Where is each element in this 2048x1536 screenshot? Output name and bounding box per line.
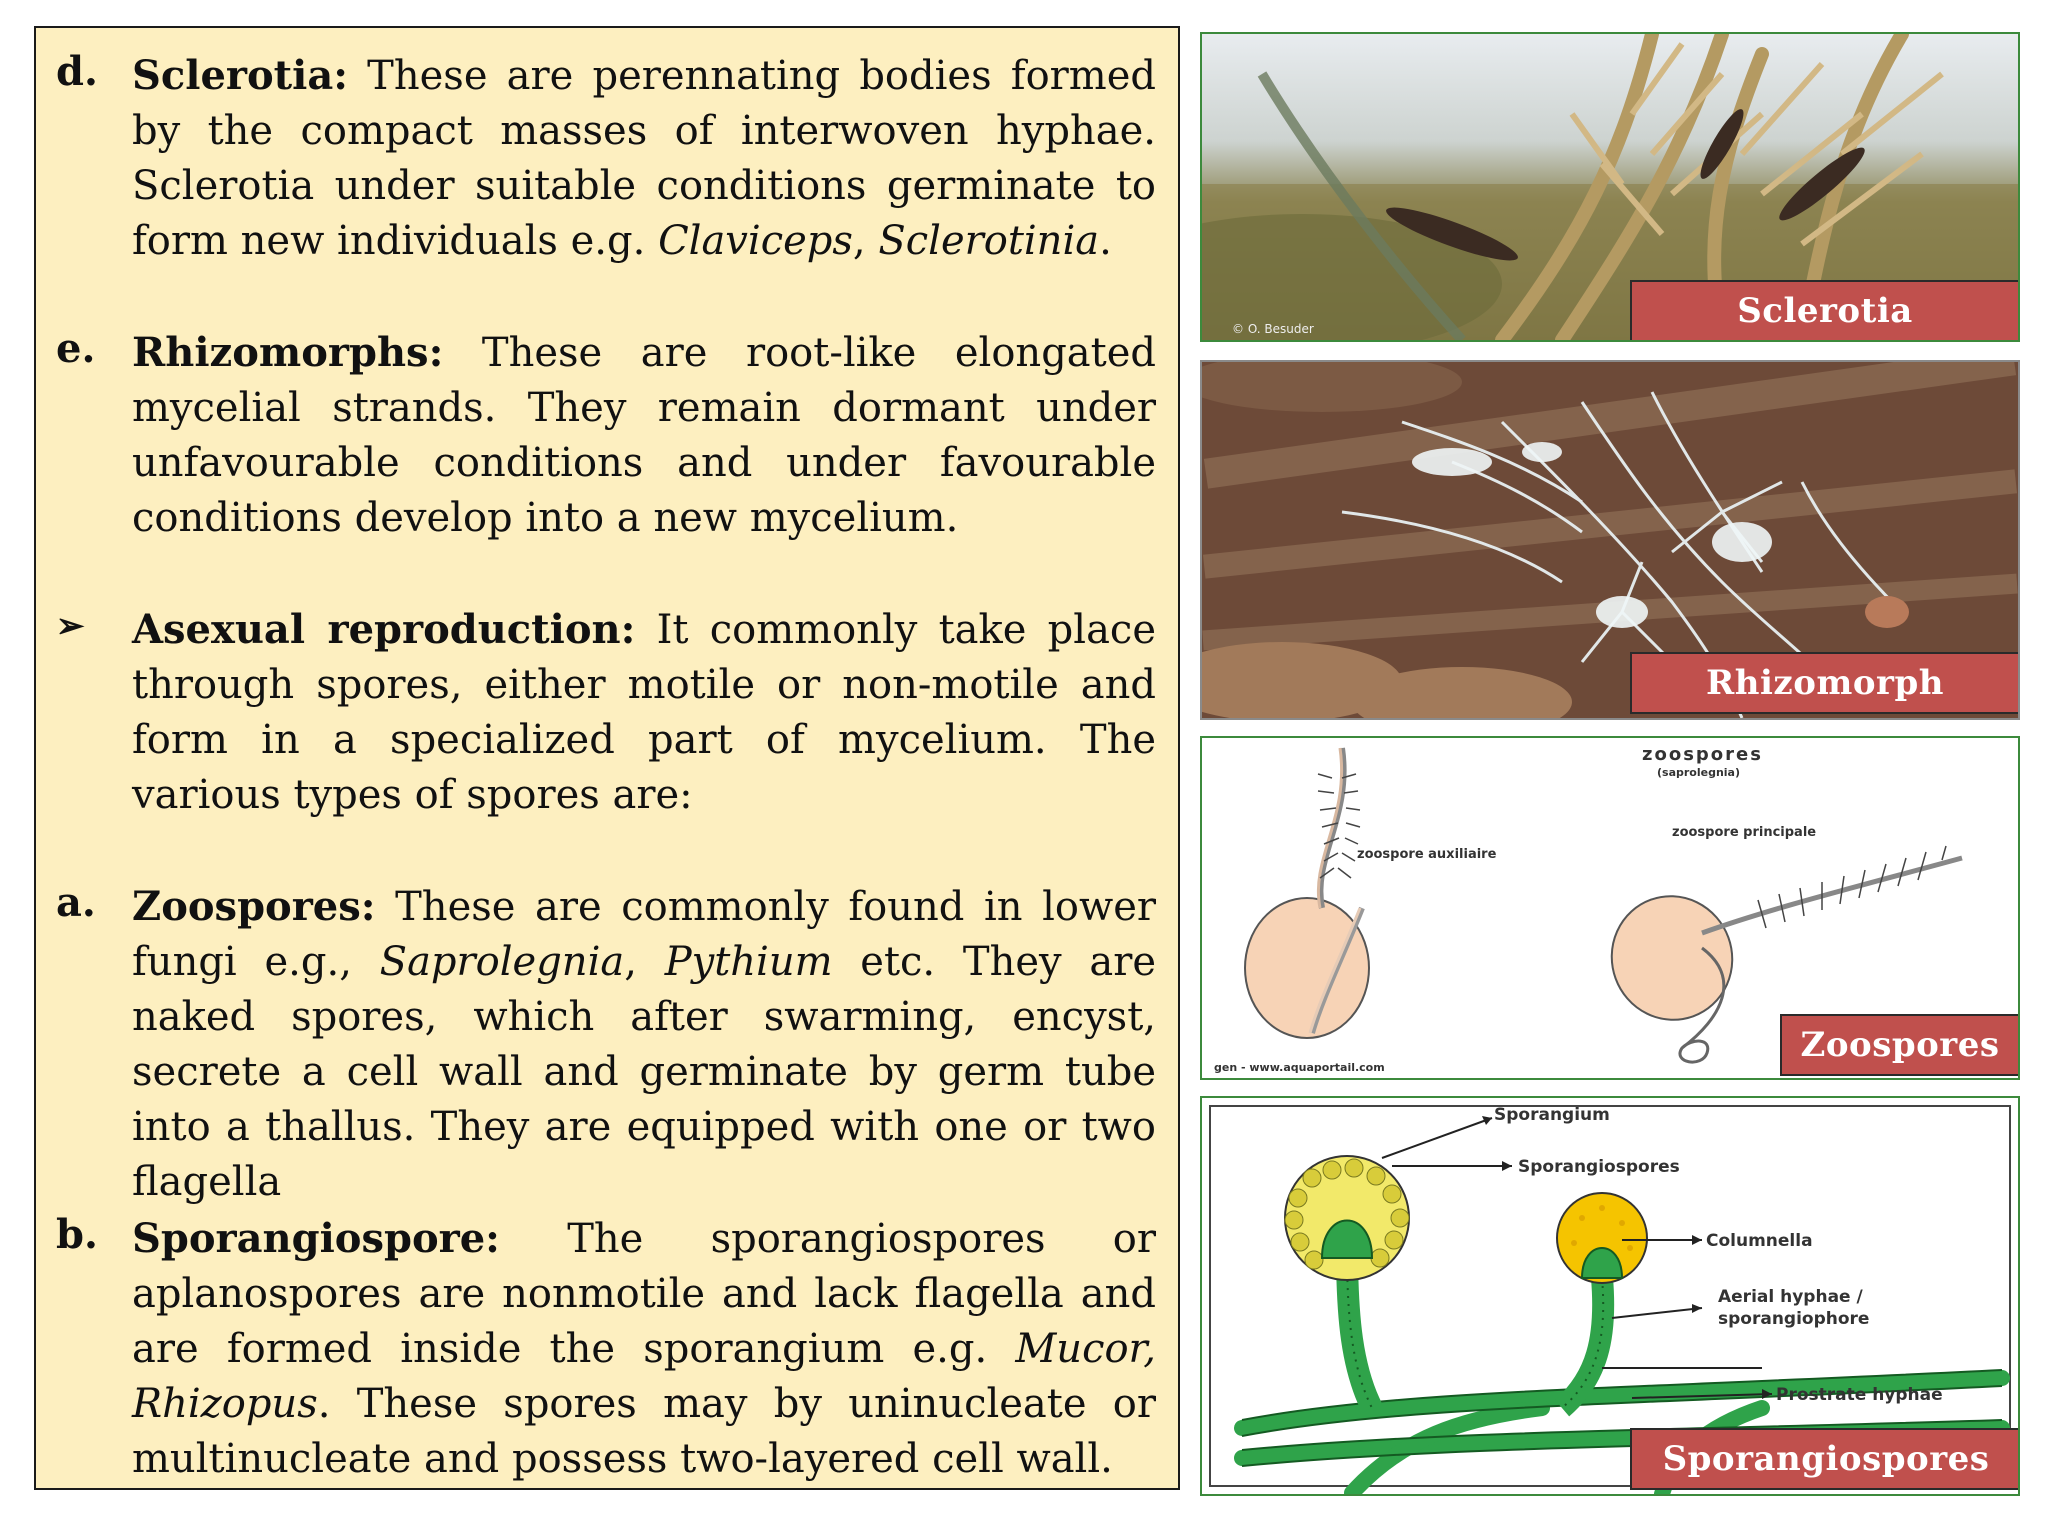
sporangium-small (1556, 1192, 1648, 1284)
list-marker: b. (56, 1211, 98, 1258)
sclerotia-photo-art (1202, 34, 2018, 340)
label-columnella: Columnella (1706, 1231, 1813, 1251)
rhizomorph-caption: Rhizomorph (1630, 652, 2018, 714)
zoospores-diagram-art: zoospores (saprolegnia) zoospore auxilia… (1214, 744, 1963, 1074)
zoospore-auxiliary-body (1244, 897, 1370, 1039)
zoospores-credit: gen - www.aquaportail.com (1214, 1061, 1385, 1074)
label-aerial-hyphae: Aerial hyphae / (1718, 1287, 1863, 1307)
zoospores-diagram: zoospores (saprolegnia) zoospore auxilia… (1200, 736, 2020, 1080)
label-zoospore-principale: zoospore principale (1672, 825, 1816, 840)
rhizomorph-photo: Rhizomorph (1200, 360, 2020, 720)
arrow-bullet-icon: ➢ (56, 606, 85, 646)
list-marker: e. (56, 325, 96, 372)
sporangiospores-diagram-art: Sporangium Sporangiospores Columnella Ae… (1209, 1105, 2011, 1494)
sclerotia-caption: Sclerotia (1630, 280, 2018, 340)
term: Asexual reproduction: (132, 606, 636, 653)
section-body: Rhizomorphs: These are root-like elongat… (132, 329, 1156, 541)
text-panel: d. Sclerotia: These are perennating bodi… (34, 26, 1180, 1490)
section-body: Zoospores: These are commonly found in l… (132, 883, 1157, 1205)
zoospores-diagram-subtitle: (saprolegnia) (1657, 766, 1740, 779)
zoospores-diagram-title: zoospores (1642, 744, 1763, 765)
photo-watermark: © O. Besuder (1232, 322, 1314, 336)
sporangiospores-caption: Sporangiospores (1630, 1428, 2018, 1490)
zoospore-principal-body (1610, 895, 1734, 1021)
list-marker: d. (56, 48, 98, 95)
section-body: Sclerotia: These are perennating bodies … (132, 52, 1156, 264)
list-marker: a. (56, 879, 96, 926)
term: Sclerotia: (132, 52, 348, 99)
term: Sporangiospore: (132, 1215, 500, 1262)
label-zoospore-auxiliaire: zoospore auxiliaire (1357, 847, 1497, 862)
label-prostrate-hyphae: Prostrate hyphae (1776, 1385, 1943, 1405)
sporangiospores-diagram: Sporangium Sporangiospores Columnella Ae… (1200, 1096, 2020, 1496)
term: Zoospores: (132, 883, 376, 930)
section-body: Asexual reproduction: It commonly take p… (132, 606, 1157, 818)
label-sporangium: Sporangium (1494, 1105, 1610, 1125)
term: Rhizomorphs: (132, 329, 444, 376)
zoospores-caption: Zoospores (1780, 1014, 2018, 1076)
label-sporangiophore: sporangiophore (1718, 1309, 1869, 1329)
label-sporangiospores: Sporangiospores (1518, 1157, 1680, 1177)
section-body: Sporangiospore: The sporangiospores or a… (132, 1215, 1156, 1482)
sclerotia-photo: © O. Besuder Sclerotia (1200, 32, 2020, 342)
